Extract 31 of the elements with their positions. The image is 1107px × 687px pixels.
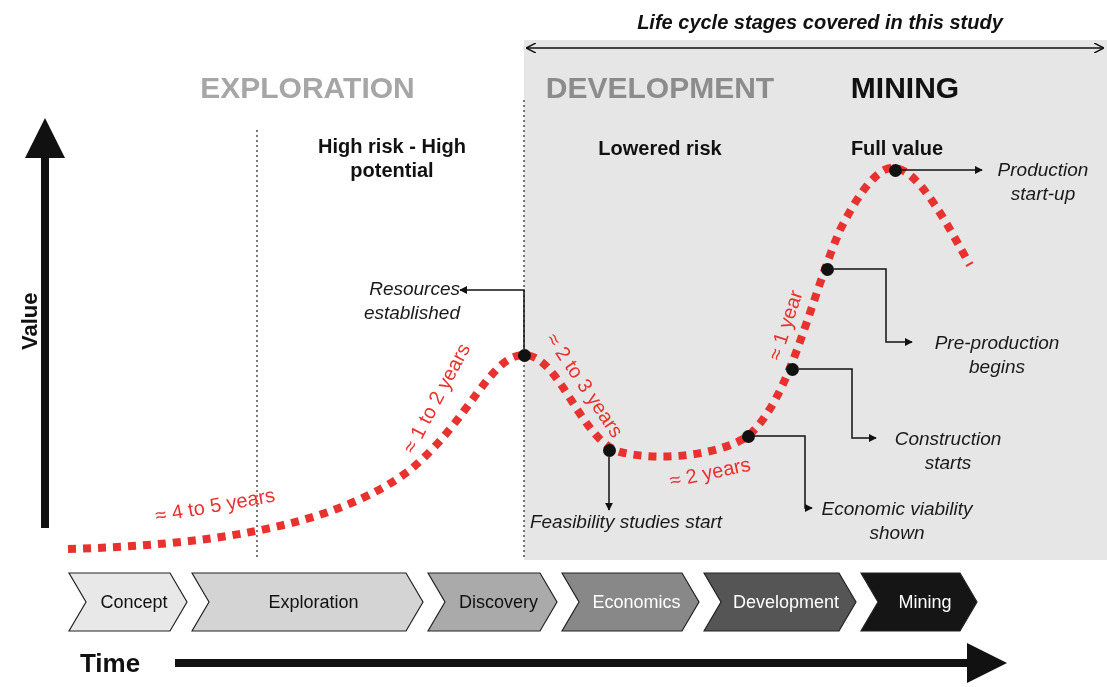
leader-arrow <box>459 286 525 350</box>
text-label: Time <box>78 648 142 680</box>
milestone-label: Feasibility studies start <box>521 510 731 534</box>
text-label: High risk - High potential <box>317 134 467 182</box>
text-label: Full value <box>849 136 945 160</box>
process-stage: Mining <box>860 572 978 632</box>
milestone-label: Construction starts <box>876 427 1020 475</box>
duration-label: ≈ 1 to 2 years <box>396 338 476 459</box>
duration-label: ≈ 1 year <box>762 286 808 365</box>
milestone-label: Economic viability shown <box>812 497 982 545</box>
duration-label: ≈ 4 to 5 years <box>152 482 278 529</box>
text-label: MINING <box>849 70 961 106</box>
leader-arrow <box>833 268 913 346</box>
milestone-label: Resources established <box>300 277 460 325</box>
text-label: Lowered risk <box>597 136 723 160</box>
leader-arrow <box>901 166 983 174</box>
process-stage: Economics <box>561 572 700 632</box>
leader-arrow <box>798 368 877 442</box>
text-label: DEVELOPMENT <box>544 70 776 106</box>
process-stage: Concept <box>68 572 188 632</box>
process-stage: Discovery <box>427 572 558 632</box>
text-label: Life cycle stages covered in this study <box>636 10 1005 34</box>
process-stage: Exploration <box>191 572 424 632</box>
leader-arrow <box>605 456 613 511</box>
milestone-label: Pre-production begins <box>912 331 1082 379</box>
duration-label: ≈ 2 years <box>666 451 754 494</box>
process-stage: Development <box>703 572 857 632</box>
leader-arrow <box>754 435 813 512</box>
text-label: Value <box>16 291 43 352</box>
text-label: EXPLORATION <box>199 70 416 106</box>
milestone-label: Production start-up <box>982 158 1104 206</box>
